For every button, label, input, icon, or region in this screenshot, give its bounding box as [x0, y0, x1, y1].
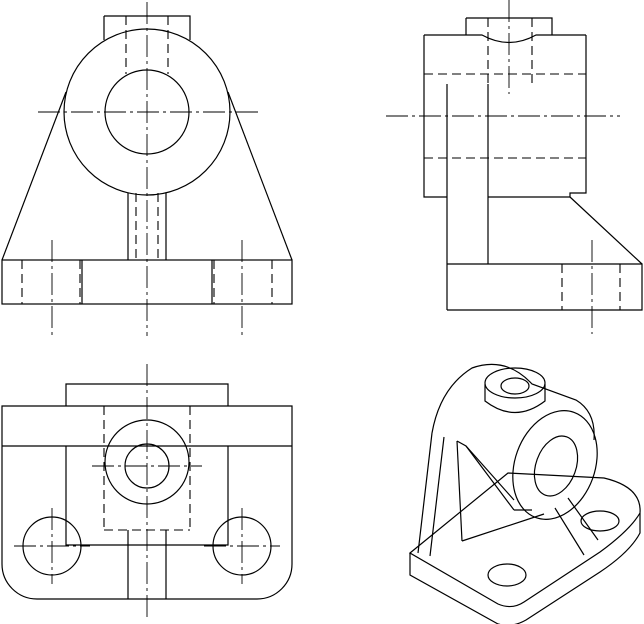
side-view: [386, 0, 643, 334]
iso-boss-top: [484, 367, 546, 399]
side-cylinder-top: [424, 34, 586, 44]
front-top-boss: [103, 15, 191, 40]
iso-cylinder-side: [465, 445, 532, 511]
top-rib: [127, 530, 167, 599]
iso-support-edges: [417, 432, 463, 557]
iso-base-top: [408, 472, 641, 608]
iso-cylinder-bore: [533, 435, 579, 497]
iso-hole-rear: [580, 510, 620, 532]
iso-cylinder-face: [512, 410, 598, 520]
iso-base-sides: [409, 513, 641, 624]
iso-hole-front: [487, 563, 527, 587]
iso-rib: [554, 497, 599, 556]
front-view: [1, 2, 293, 336]
side-rib-slope: [569, 196, 643, 265]
iso-boss-hole: [500, 377, 530, 395]
iso-support-foot: [461, 513, 545, 542]
top-base-plate: [1, 405, 293, 600]
top-view: [1, 364, 293, 620]
iso-body-top: [431, 363, 595, 441]
isometric-view: [408, 363, 641, 624]
side-base-plate: [447, 263, 643, 311]
side-support: [446, 84, 489, 310]
side-top-boss: [465, 17, 553, 35]
top-bore-hidden: [103, 405, 191, 531]
front-rib: [127, 193, 167, 260]
front-support-left: [1, 91, 67, 261]
iso-boss-side: [484, 384, 546, 413]
side-cylinder-body: [423, 35, 587, 198]
front-support-right: [227, 91, 293, 261]
